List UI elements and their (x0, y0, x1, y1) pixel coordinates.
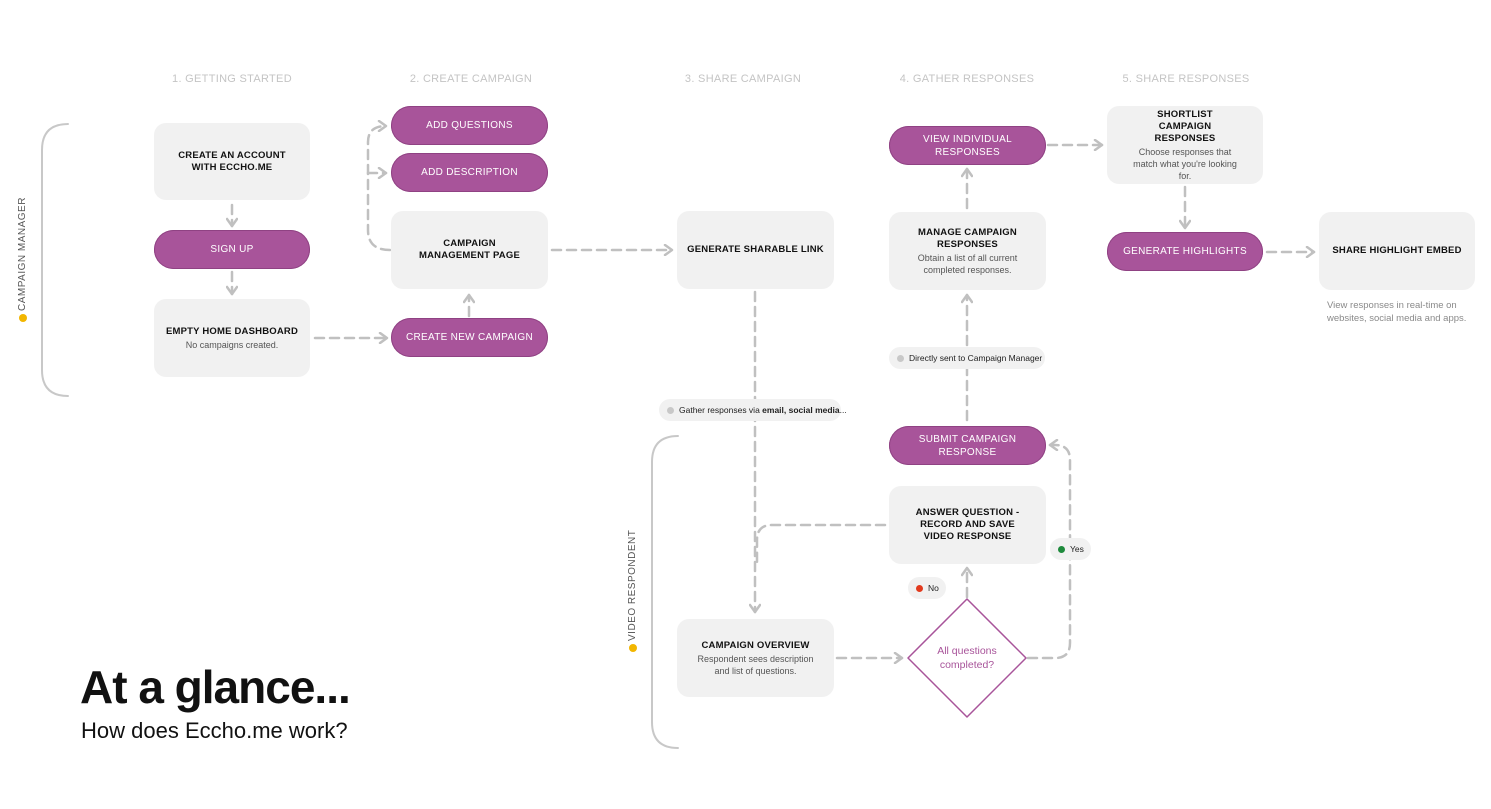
node-add-questions[interactable]: ADD QUESTIONS (391, 106, 548, 145)
node-description: Respondent sees description and list of … (697, 653, 814, 676)
node-shortlist-responses: SHORTLIST CAMPAIGN RESPONSES Choose resp… (1107, 106, 1263, 184)
status-dot (897, 354, 904, 362)
node-description: Choose responses that match what you're … (1133, 146, 1237, 181)
tag-text: Directly sent to Campaign Manager (909, 353, 1043, 363)
lane-label-video-respondent: VIDEO RESPONDENT (627, 530, 638, 652)
node-title: SHORTLIST CAMPAIGN RESPONSES (1154, 108, 1216, 144)
status-dot (667, 406, 674, 414)
tag-gather-responses: Gather responses via email, social media… (659, 399, 847, 421)
column-header-getting-started: 1. GETTING STARTED (172, 73, 292, 85)
tag-bold: email, social media (762, 405, 840, 415)
node-description: No campaigns created. (185, 339, 279, 350)
user-icon (18, 314, 27, 322)
lane-label-text: CAMPAIGN MANAGER (17, 197, 28, 311)
node-campaign-overview: CAMPAIGN OVERVIEW Respondent sees descri… (677, 619, 834, 697)
node-description: Obtain a list of all current completed r… (917, 252, 1018, 275)
decision-diamond (907, 598, 1027, 718)
node-create-account: CREATE AN ACCOUNT WITH ECCHO.ME (154, 123, 310, 200)
tag-text: Yes (1070, 544, 1084, 554)
node-add-description[interactable]: ADD DESCRIPTION (391, 153, 548, 192)
tag-yes: Yes (1050, 538, 1091, 560)
tag-directly-sent: Directly sent to Campaign Manager (889, 347, 1045, 369)
node-title: ANSWER QUESTION - RECORD AND SAVE VIDEO … (915, 507, 1020, 542)
node-submit-campaign-response[interactable]: SUBMIT CAMPAIGN RESPONSE (889, 426, 1046, 465)
node-view-individual-responses[interactable]: VIEW INDIVIDUAL RESPONSES (889, 126, 1046, 165)
node-title: CREATE AN ACCOUNT WITH ECCHO.ME (178, 149, 286, 173)
lane-label-campaign-manager: CAMPAIGN MANAGER (17, 197, 28, 322)
node-campaign-management-page: CAMPAIGN MANAGEMENT PAGE (391, 211, 548, 289)
node-sign-up[interactable]: SIGN UP (154, 230, 310, 269)
page-title: At a glance... (80, 661, 351, 713)
node-generate-sharable-link: GENERATE SHARABLE LINK (677, 211, 834, 289)
node-title: CAMPAIGN MANAGEMENT PAGE (419, 238, 520, 261)
node-title: CAMPAIGN OVERVIEW (701, 639, 810, 651)
column-header-create-campaign: 2. CREATE CAMPAIGN (409, 73, 533, 85)
node-title: GENERATE SHARABLE LINK (687, 244, 824, 255)
node-manage-campaign-responses: MANAGE CAMPAIGN RESPONSES Obtain a list … (889, 212, 1046, 290)
decision-label: All questions completed? (937, 645, 997, 671)
tag-no: No (908, 577, 946, 599)
node-create-new-campaign[interactable]: CREATE NEW CAMPAIGN (391, 318, 548, 357)
node-empty-home-dashboard: EMPTY HOME DASHBOARD No campaigns create… (154, 299, 310, 377)
user-icon (628, 644, 637, 652)
node-title: EMPTY HOME DASHBOARD (165, 325, 299, 337)
node-title: MANAGE CAMPAIGN RESPONSES (918, 226, 1017, 250)
node-answer-question: ANSWER QUESTION - RECORD AND SAVE VIDEO … (889, 486, 1046, 564)
node-title: SHARE HIGHLIGHT EMBED (1332, 245, 1462, 256)
status-dot-red (916, 584, 923, 592)
status-dot-green (1058, 545, 1065, 553)
column-header-gather-responses: 4. GATHER RESPONSES (899, 73, 1035, 85)
page-subtitle: How does Eccho.me work? (81, 718, 348, 743)
share-embed-note: View responses in real-time on websites,… (1327, 300, 1467, 324)
node-share-highlight-embed: SHARE HIGHLIGHT EMBED (1319, 212, 1475, 290)
column-header-share-responses: 5. SHARE RESPONSES (1122, 73, 1250, 85)
column-header-share-campaign: 3. SHARE CAMPAIGN (684, 73, 802, 85)
tag-suffix: ... (839, 405, 847, 415)
node-generate-highlights[interactable]: GENERATE HIGHLIGHTS (1107, 232, 1263, 271)
node-title: VIEW INDIVIDUAL RESPONSES (923, 133, 1012, 158)
tag-prefix: Gather responses via (679, 405, 763, 415)
tag-text: Gather responses via email, social media… (679, 405, 847, 415)
lane-label-text: VIDEO RESPONDENT (627, 529, 638, 641)
node-title: SUBMIT CAMPAIGN RESPONSE (918, 433, 1017, 458)
tag-text: No (928, 583, 939, 593)
